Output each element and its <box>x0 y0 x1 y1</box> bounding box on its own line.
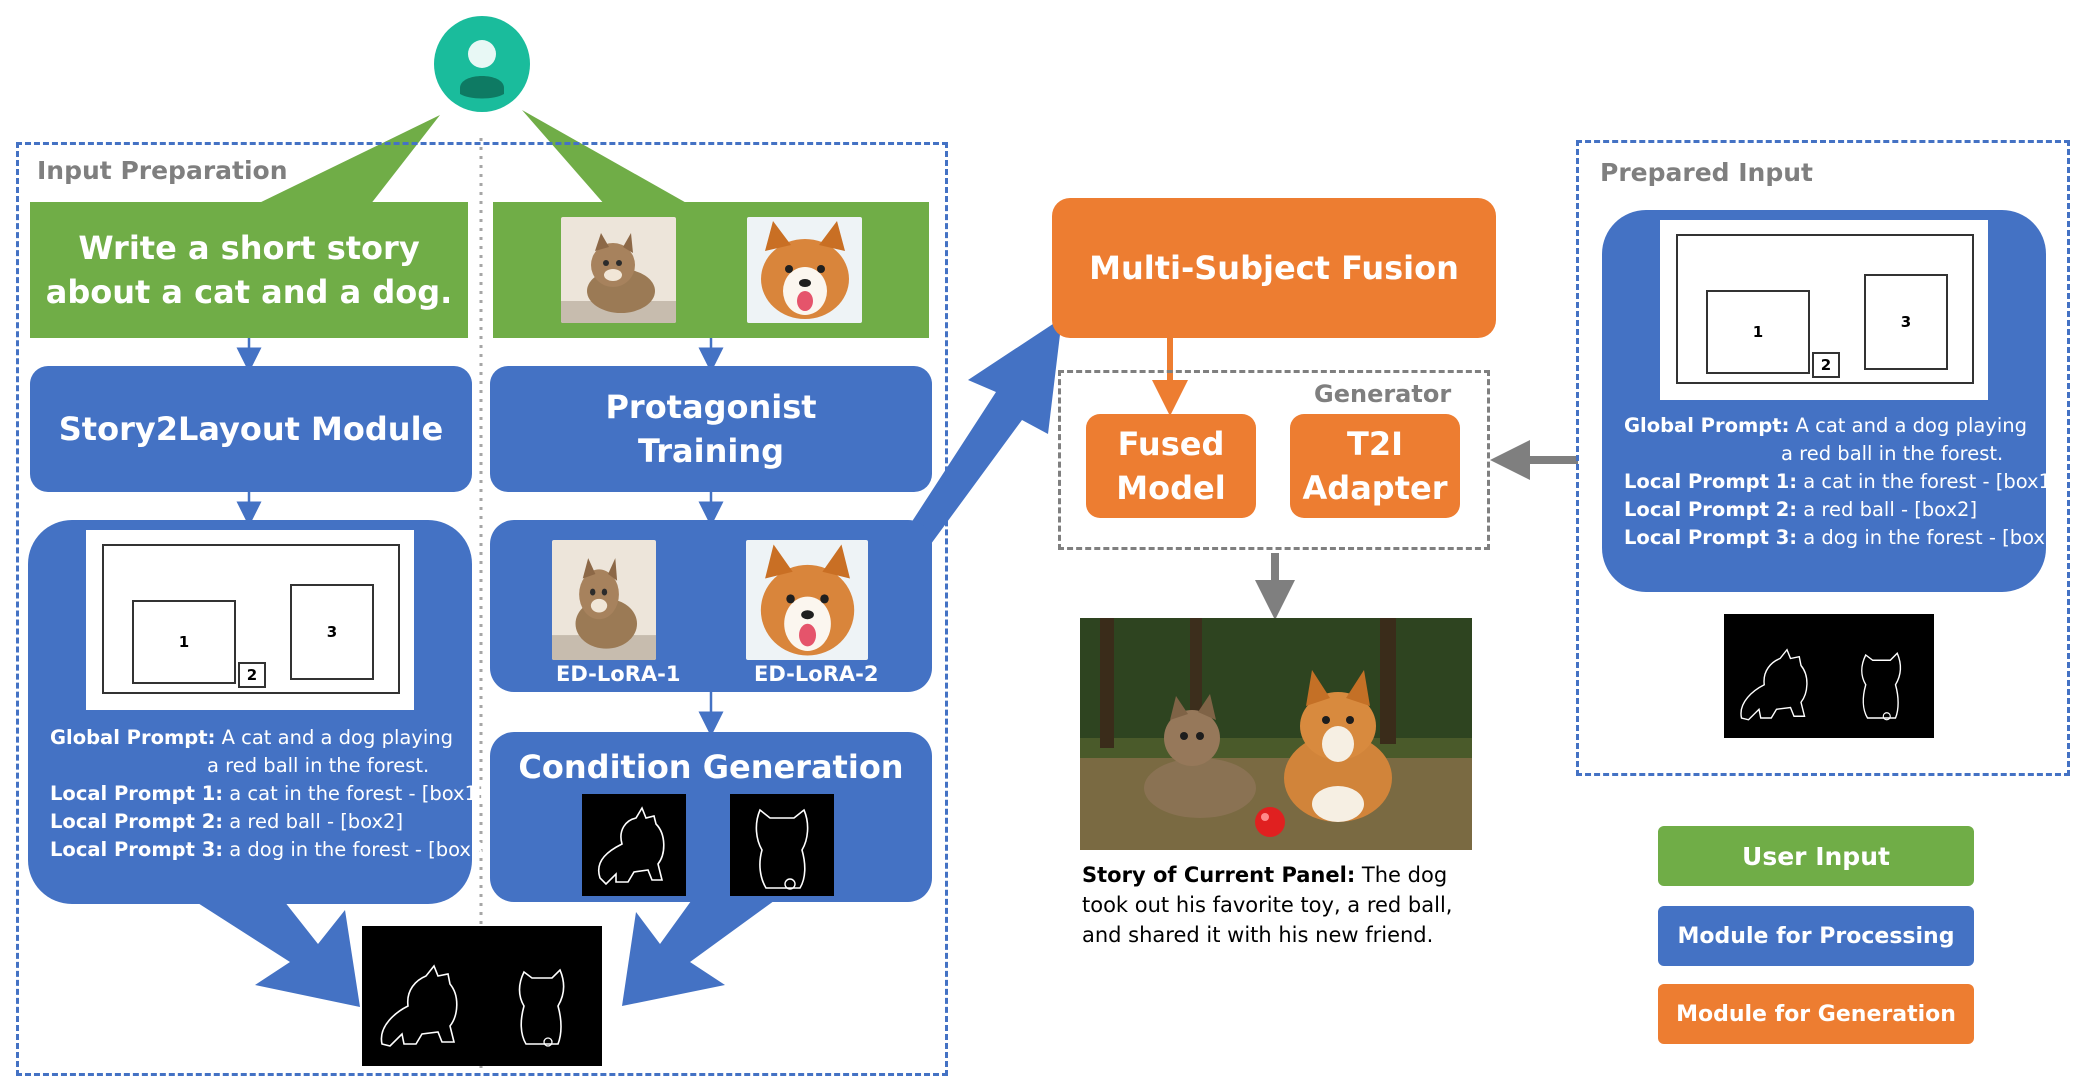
local-prompt-1-text: a cat in the forest - [box1] <box>229 782 485 805</box>
generator-frame <box>1058 370 1490 550</box>
local-prompt-3-text: a dog in the forest - [box3] <box>229 838 491 861</box>
story-caption-text: The dog took out his favorite toy, a red… <box>1082 863 1453 947</box>
combined-condition-mask <box>362 926 602 1066</box>
local-prompt-2-label: Local Prompt 2: <box>50 810 224 833</box>
local-prompt-1-label: Local Prompt 1: <box>50 782 224 805</box>
layout-box-2: 2 <box>238 662 266 688</box>
prepared-layout-prompt-card: 1 2 3 Global Prompt: A cat and a dog pla… <box>1602 210 2065 592</box>
prepared-local-prompt-3-label: Local Prompt 3: <box>1624 526 1798 549</box>
layout-canvas: 1 2 3 <box>86 530 414 710</box>
prepared-local-prompt-2-text: a red ball - [box2] <box>1803 498 1978 521</box>
input-preparation-title: Input Preparation <box>37 156 288 185</box>
global-prompt-text: A cat and a dog playing <box>221 726 454 749</box>
cat-edge-mask <box>582 794 686 896</box>
fused-model-module: Fused Model <box>1086 414 1256 518</box>
arrow-lora-to-fusion <box>900 318 1062 548</box>
ed-lora-2-label: ED-LoRA-2 <box>754 662 879 686</box>
multi-subject-fusion-module: Multi-Subject Fusion <box>1052 198 1496 338</box>
local-prompt-3-label: Local Prompt 3: <box>50 838 224 861</box>
dog-edge-mask <box>730 794 834 896</box>
ed-lora-1-photo <box>552 540 656 660</box>
story2layout-module: Story2Layout Module <box>30 366 472 492</box>
prepared-layout-canvas: 1 2 3 <box>1660 220 1988 400</box>
dog-photo <box>747 217 862 323</box>
prepared-layout-box-2: 2 <box>1812 352 1840 378</box>
prepared-layout-box-3: 3 <box>1864 274 1948 370</box>
ed-lora-2-photo <box>746 540 868 660</box>
user-image-input <box>493 202 929 338</box>
generated-panel-image <box>1080 618 1472 850</box>
prepared-local-prompt-3-text: a dog in the forest - [box3] <box>1803 526 2065 549</box>
cat-photo <box>561 217 676 323</box>
prepared-condition-mask <box>1724 614 1934 738</box>
layout-box-1: 1 <box>132 600 236 684</box>
prepared-input-title: Prepared Input <box>1600 158 1814 187</box>
prepared-layout-frame <box>1676 234 1974 384</box>
story-caption-label: Story of Current Panel: <box>1082 863 1356 887</box>
prepared-local-prompt-1-text: a cat in the forest - [box1] <box>1803 470 2059 493</box>
user-callout-left <box>255 115 440 205</box>
layout-frame <box>102 544 400 694</box>
global-prompt-text-cont: a red ball in the forest. <box>207 754 430 777</box>
story-caption: Story of Current Panel: The dog took out… <box>1082 860 1482 950</box>
local-prompt-2-text: a red ball - [box2] <box>229 810 404 833</box>
generator-title: Generator <box>1314 380 1452 408</box>
condition-generation-module: Condition Generation <box>490 732 932 902</box>
prepared-local-prompt-1-label: Local Prompt 1: <box>1624 470 1798 493</box>
prepared-prompt-list: Global Prompt: A cat and a dog playing a… <box>1624 412 2065 552</box>
legend-generation: Module for Generation <box>1658 984 1974 1044</box>
prepared-global-prompt-text-cont: a red ball in the forest. <box>1781 442 2004 465</box>
ed-lora-card: ED-LoRA-1 ED-LoRA-2 <box>490 520 932 692</box>
prepared-layout-box-1: 1 <box>1706 290 1810 374</box>
user-avatar-icon <box>460 40 504 99</box>
protagonist-training-module: Protagonist Training <box>490 366 932 492</box>
global-prompt-label: Global Prompt: <box>50 726 216 749</box>
user-callout-right <box>522 110 690 205</box>
t2i-adapter-module: T2I Adapter <box>1290 414 1460 518</box>
prepared-input-frame <box>1576 140 2070 776</box>
layout-prompt-card: 1 2 3 Global Prompt: A cat and a dog pla… <box>28 520 491 904</box>
user-avatar <box>434 16 530 112</box>
arrow-condition-to-mask <box>622 872 778 1006</box>
user-story-prompt: Write a short story about a cat and a do… <box>30 202 468 338</box>
condition-generation-title: Condition Generation <box>518 748 904 786</box>
prepared-global-prompt-label: Global Prompt: <box>1624 414 1790 437</box>
prepared-global-prompt-text: A cat and a dog playing <box>1795 414 2028 437</box>
layout-box-3: 3 <box>290 584 374 680</box>
legend-processing: Module for Processing <box>1658 906 1974 966</box>
ed-lora-1-label: ED-LoRA-1 <box>556 662 681 686</box>
prepared-local-prompt-2-label: Local Prompt 2: <box>1624 498 1798 521</box>
input-preparation-frame <box>16 142 948 1076</box>
prompt-list: Global Prompt: A cat and a dog playing a… <box>50 724 491 864</box>
legend-user-input: User Input <box>1658 826 1974 886</box>
